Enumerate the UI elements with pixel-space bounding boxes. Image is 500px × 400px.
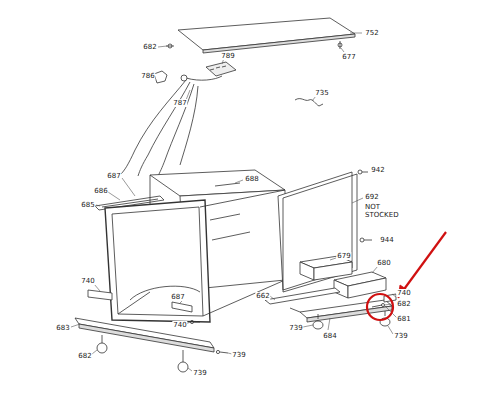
callout-number: 684 bbox=[322, 332, 337, 340]
callout-number: 683 bbox=[55, 324, 70, 332]
base-rail bbox=[75, 318, 214, 352]
callout-number: 789 bbox=[220, 52, 235, 60]
callout-number: 944 bbox=[379, 236, 394, 244]
leader-lines bbox=[71, 33, 397, 371]
screw bbox=[190, 320, 200, 323]
module-detail bbox=[210, 66, 226, 70]
callout-number: 735 bbox=[314, 89, 329, 97]
roller bbox=[313, 314, 323, 329]
callout-number: 687 bbox=[106, 172, 121, 180]
callout-number: 739 bbox=[192, 369, 207, 377]
screw bbox=[216, 350, 228, 353]
highlight-circle bbox=[367, 294, 393, 320]
callout-number: 786 bbox=[140, 72, 155, 80]
rail-part bbox=[265, 288, 340, 304]
callout-number: 682 bbox=[77, 352, 92, 360]
callout-number: 787 bbox=[172, 99, 187, 107]
callout-number: 942 bbox=[370, 166, 385, 174]
callout-number: 739 bbox=[231, 351, 246, 359]
screw bbox=[358, 170, 368, 174]
callout-number: 739 bbox=[393, 332, 408, 340]
red-arrow bbox=[402, 232, 446, 292]
callout-number: 740 bbox=[172, 321, 187, 329]
top-panel-edge bbox=[203, 34, 355, 53]
clip-part bbox=[154, 71, 167, 83]
module-part bbox=[206, 62, 236, 76]
wire-part bbox=[295, 99, 323, 106]
roller bbox=[97, 335, 107, 353]
callout-number: 752 bbox=[364, 29, 379, 37]
callout-number: 682 bbox=[142, 43, 157, 51]
callout-number: 687 bbox=[170, 293, 185, 301]
callout-number: 662 bbox=[255, 292, 270, 300]
side-panel bbox=[278, 172, 357, 292]
leg-bracket bbox=[88, 290, 112, 300]
screw bbox=[360, 238, 372, 242]
roller bbox=[178, 350, 188, 372]
callout-number: 740 bbox=[80, 277, 95, 285]
callout-number: 739 bbox=[288, 324, 303, 332]
note-text: NOT STOCKED bbox=[364, 203, 396, 219]
callout-number: 688 bbox=[244, 175, 259, 183]
callout-number: 680 bbox=[376, 259, 391, 267]
callout-number: 685 bbox=[80, 201, 95, 209]
wire-harness bbox=[120, 75, 222, 176]
screw bbox=[338, 41, 342, 49]
screw bbox=[372, 304, 385, 308]
insulation-edge bbox=[215, 183, 240, 186]
callout-number: 692 bbox=[364, 193, 379, 201]
callout-number: 677 bbox=[341, 53, 356, 61]
callout-number: 681 bbox=[396, 315, 411, 323]
callout-number: 740 bbox=[396, 289, 411, 297]
callout-number: 679 bbox=[336, 252, 351, 260]
leg-bracket bbox=[172, 302, 192, 312]
tub bbox=[105, 170, 285, 322]
screw bbox=[166, 44, 174, 48]
callout-number: 686 bbox=[93, 187, 108, 195]
callout-number: 682 bbox=[396, 300, 411, 308]
